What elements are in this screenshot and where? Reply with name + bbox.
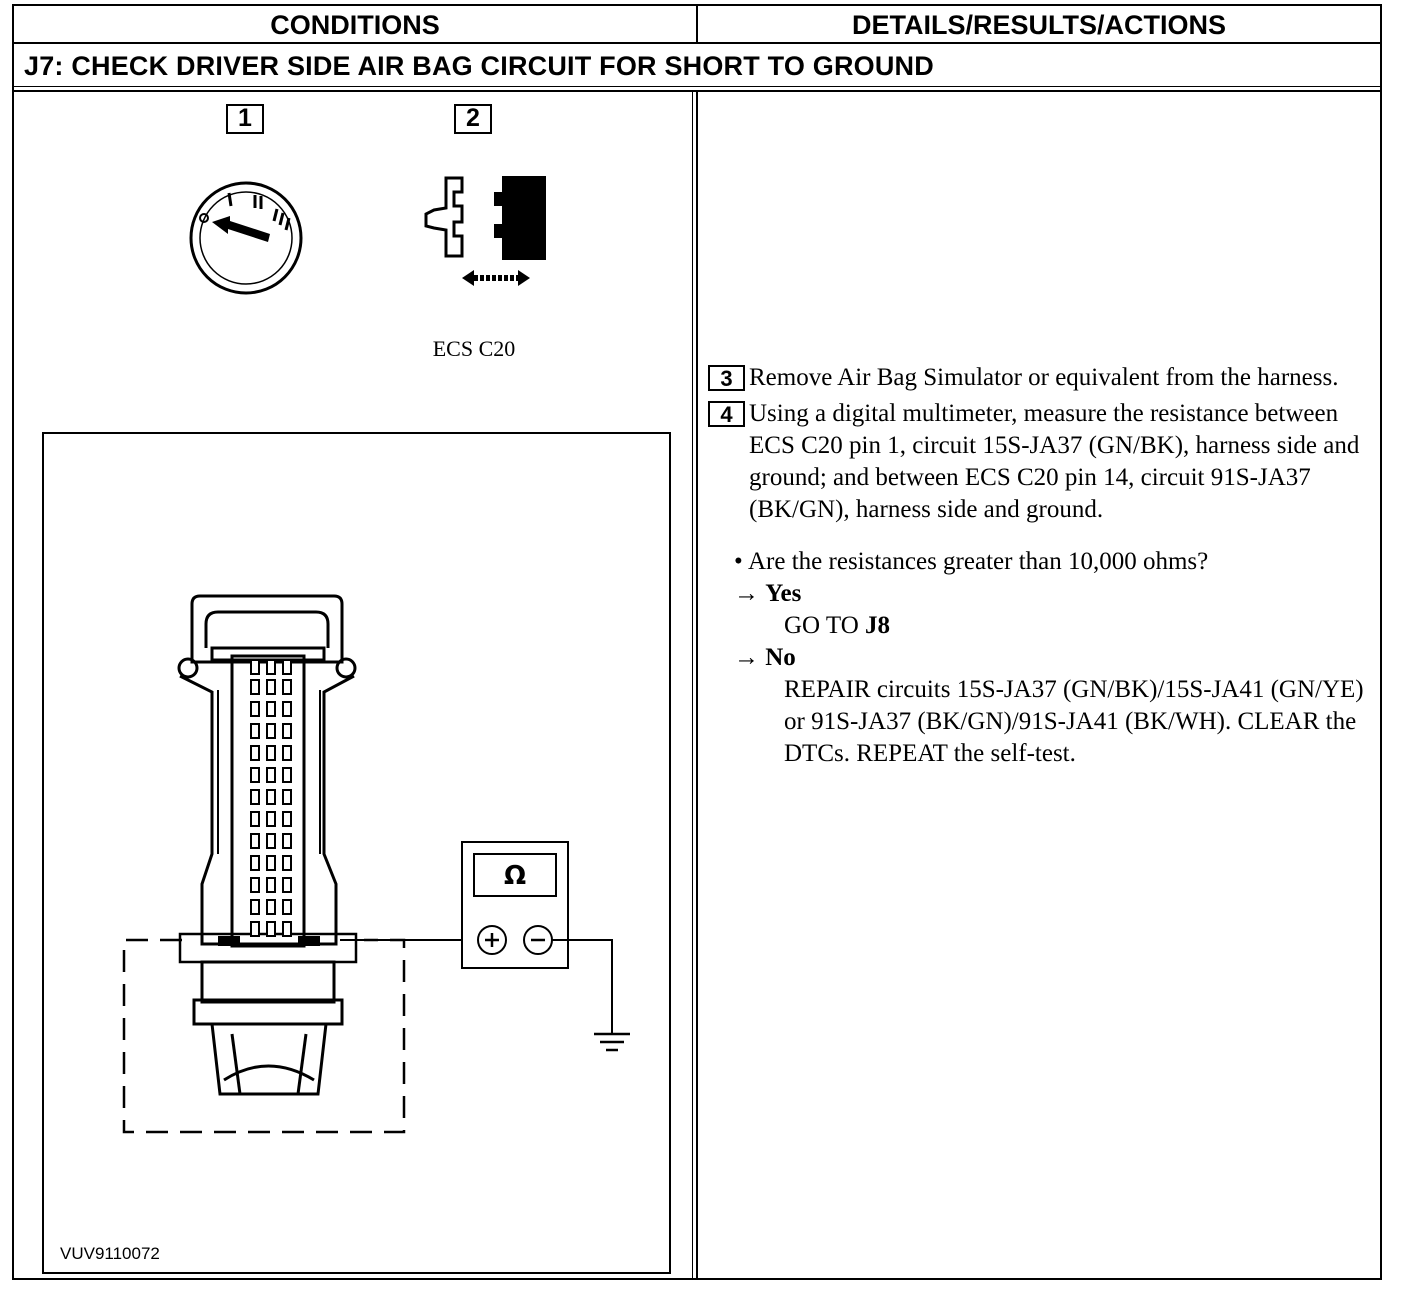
details-cell: 3 Remove Air Bag Simulator or equivalent… [708, 362, 1378, 770]
ground-icon [594, 1032, 630, 1052]
ohm-symbol: Ω [504, 861, 526, 891]
column-divider-inner [692, 92, 693, 1278]
arrow-icon: → [734, 644, 759, 671]
step-3-text: Remove Air Bag Simulator or equivalent f… [749, 364, 1339, 391]
step-1-badge: 1 [226, 104, 264, 134]
no-answer: → No [708, 642, 1378, 674]
bullet-icon: • [734, 548, 743, 575]
column-divider-body [696, 92, 698, 1278]
step-4: 4 Using a digital multimeter, measure th… [708, 398, 1378, 526]
conditions-header: CONDITIONS [270, 10, 440, 40]
no-action-text: REPAIR circuits 15S-JA37 (GN/BK)/15S-JA4… [784, 676, 1364, 767]
arrow-icon: → [734, 580, 759, 607]
conditions-cell: 1 2 ECS C20 [14, 92, 696, 1278]
yes-label: Yes [765, 580, 802, 607]
no-label: No [765, 644, 796, 671]
details-header: DETAILS/RESULTS/ACTIONS [851, 10, 1226, 40]
column-divider [696, 6, 698, 44]
question: • Are the resistances greater than 10,00… [708, 546, 1378, 578]
step-4-badge: 4 [708, 401, 745, 427]
yes-action-target: J8 [865, 612, 891, 639]
step-2-badge: 2 [454, 104, 492, 134]
connector-label: ECS C20 [432, 336, 516, 361]
step-3-badge: 3 [708, 365, 745, 391]
ignition-switch-icon [189, 181, 303, 295]
step-4-text: Using a digital multimeter, measure the … [749, 400, 1360, 523]
yes-action-text: GO TO [784, 612, 866, 639]
step-3: 3 Remove Air Bag Simulator or equivalent… [708, 362, 1378, 394]
diagnostic-table: CONDITIONS DETAILS/RESULTS/ACTIONS J7: C… [12, 4, 1382, 1280]
test-title-row: J7: CHECK DRIVER SIDE AIR BAG CIRCUIT FO… [14, 44, 1380, 92]
connector-disconnect-icon [424, 176, 546, 286]
figure-id: VUV9110072 [60, 1244, 160, 1263]
title-row-rule [14, 48, 1380, 87]
test-title: J7: CHECK DRIVER SIDE AIR BAG CIRCUIT FO… [24, 51, 934, 81]
question-text: Are the resistances greater than 10,000 … [748, 548, 1209, 575]
yes-answer: → Yes [708, 578, 1378, 610]
no-action: REPAIR circuits 15S-JA37 (GN/BK)/15S-JA4… [708, 674, 1378, 770]
connector-diagram: Ω [122, 594, 630, 1134]
connector-figure: Ω VUV9110072 [42, 432, 671, 1274]
header-row: CONDITIONS DETAILS/RESULTS/ACTIONS [14, 6, 1380, 44]
yes-action: GO TO J8 [708, 610, 1378, 642]
